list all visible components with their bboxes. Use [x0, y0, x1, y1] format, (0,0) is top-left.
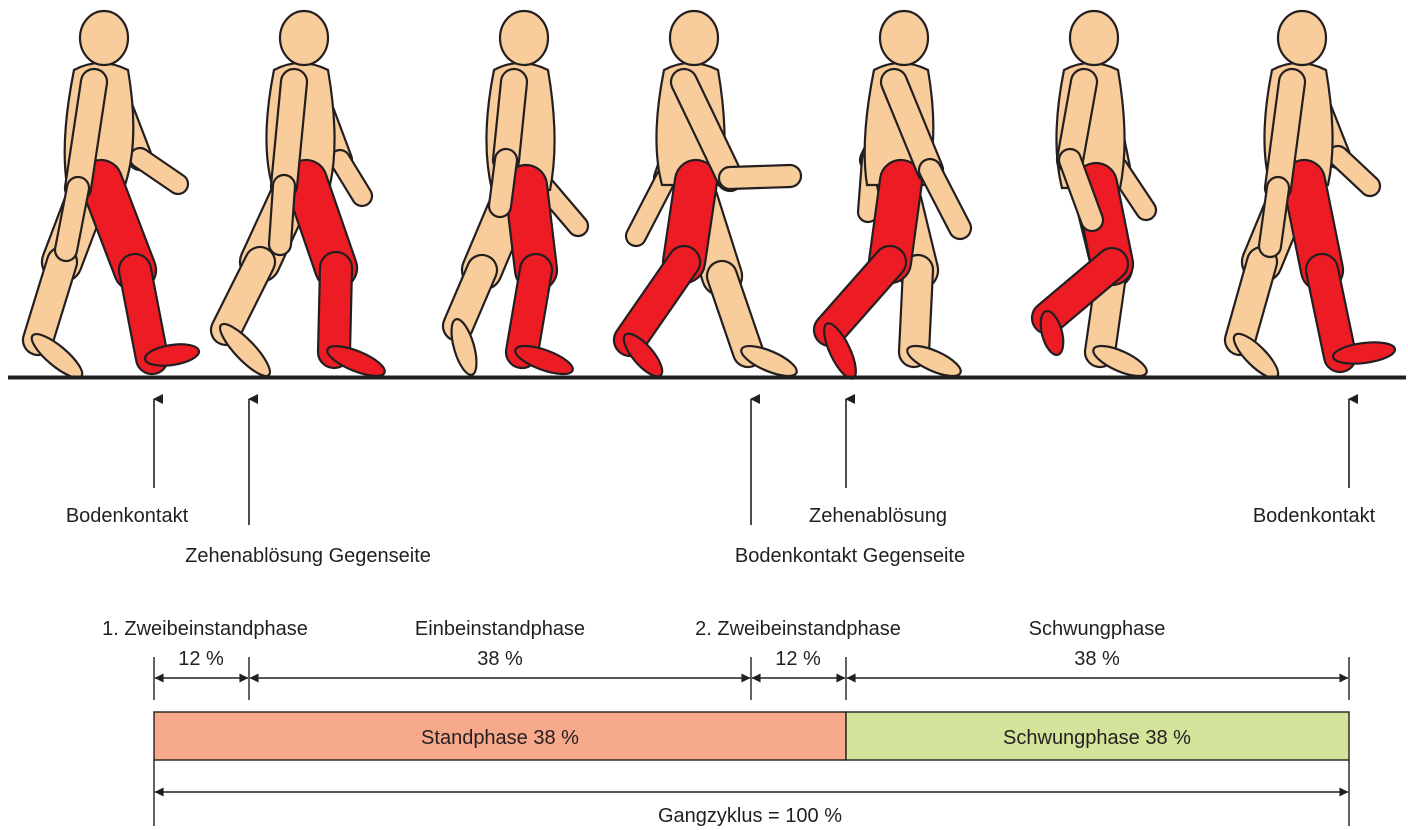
walking-figures — [19, 11, 1396, 384]
event-labels: Bodenkontakt Zehenablösung Gegenseite Bo… — [66, 505, 1376, 567]
walking-figure-3 — [438, 11, 592, 380]
back-shank — [438, 250, 501, 345]
event-label-bodenkontakt-end: Bodenkontakt — [1253, 505, 1376, 527]
head — [1070, 11, 1118, 65]
back-forearm — [126, 144, 192, 198]
head — [500, 11, 548, 65]
walking-figure-1 — [19, 11, 200, 384]
highlighted-shank — [807, 239, 912, 352]
phase-label-schwung: Schwungphase — [1029, 618, 1166, 640]
phase-percent-schwung: 38 % — [1074, 648, 1120, 670]
front-forearm — [719, 165, 802, 190]
highlighted-shank — [608, 240, 707, 363]
phase-label-zweibeinstand-1: 1. Zweibeinstandphase — [102, 618, 308, 640]
head — [280, 11, 328, 65]
back-foot — [446, 317, 481, 378]
gait-cycle-label: Gangzyklus = 100 % — [658, 805, 842, 827]
phase-dimension-lines — [154, 657, 1349, 700]
event-label-zehenabloesung-gegenseite: Zehenablösung Gegenseite — [185, 545, 431, 567]
stance-phase-label: Standphase 38 % — [421, 727, 579, 749]
phase-labels: 1. Zweibeinstandphase 12 % Einbeinstandp… — [102, 618, 1165, 670]
event-label-zehenabloesung: Zehenablösung — [809, 505, 947, 527]
head — [1278, 11, 1326, 65]
phase-label-zweibeinstand-2: 2. Zweibeinstandphase — [695, 618, 901, 640]
walking-figure-7 — [1221, 11, 1396, 384]
event-label-bodenkontakt: Bodenkontakt — [66, 505, 189, 527]
phase-percent-zweibeinstand-2: 12 % — [775, 648, 821, 670]
phase-label-einbeinstand: Einbeinstandphase — [415, 618, 585, 640]
highlighted-foot — [512, 340, 576, 380]
swing-phase-label: Schwungphase 38 % — [1003, 727, 1191, 749]
head — [670, 11, 718, 65]
phase-percent-zweibeinstand-1: 12 % — [178, 648, 224, 670]
walking-figure-5 — [807, 11, 974, 383]
event-label-bodenkontakt-gegenseite: Bodenkontakt Gegenseite — [735, 545, 965, 567]
head — [80, 11, 128, 65]
walking-figure-6 — [1025, 11, 1159, 382]
walking-figure-4 — [608, 11, 802, 382]
head — [880, 11, 928, 65]
event-arrows — [154, 399, 1349, 525]
walking-figure-2 — [206, 11, 388, 382]
front-forearm — [268, 174, 295, 255]
phase-percent-einbeinstand: 38 % — [477, 648, 523, 670]
